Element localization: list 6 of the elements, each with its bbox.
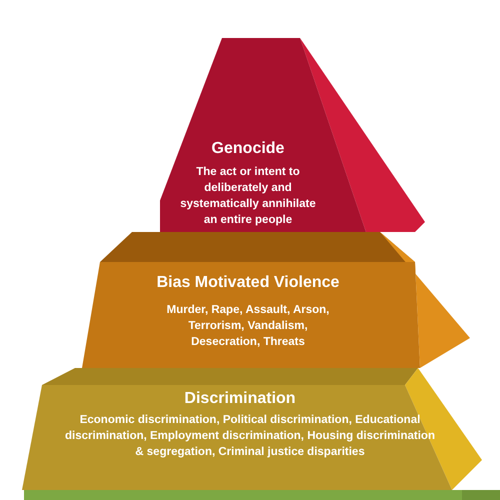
- tier-title: Bias Motivated Violence: [156, 274, 340, 292]
- tier-title: Discrimination: [183, 390, 297, 408]
- tier-description: The act or intent to deliberately and systematically annihilate an entire people: [179, 165, 317, 228]
- tier-title: Genocide: [210, 140, 286, 158]
- tier-description: Murder, Rape, Assault, Arson, Terrorism, Vandalism, Desecration, Threats: [166, 303, 330, 350]
- tier-description: Economic discrimination, Political discrimination, Educational discrimination, Employment discrimination, Housing discrimination & segregation, Criminal justice disparities: [64, 413, 436, 460]
